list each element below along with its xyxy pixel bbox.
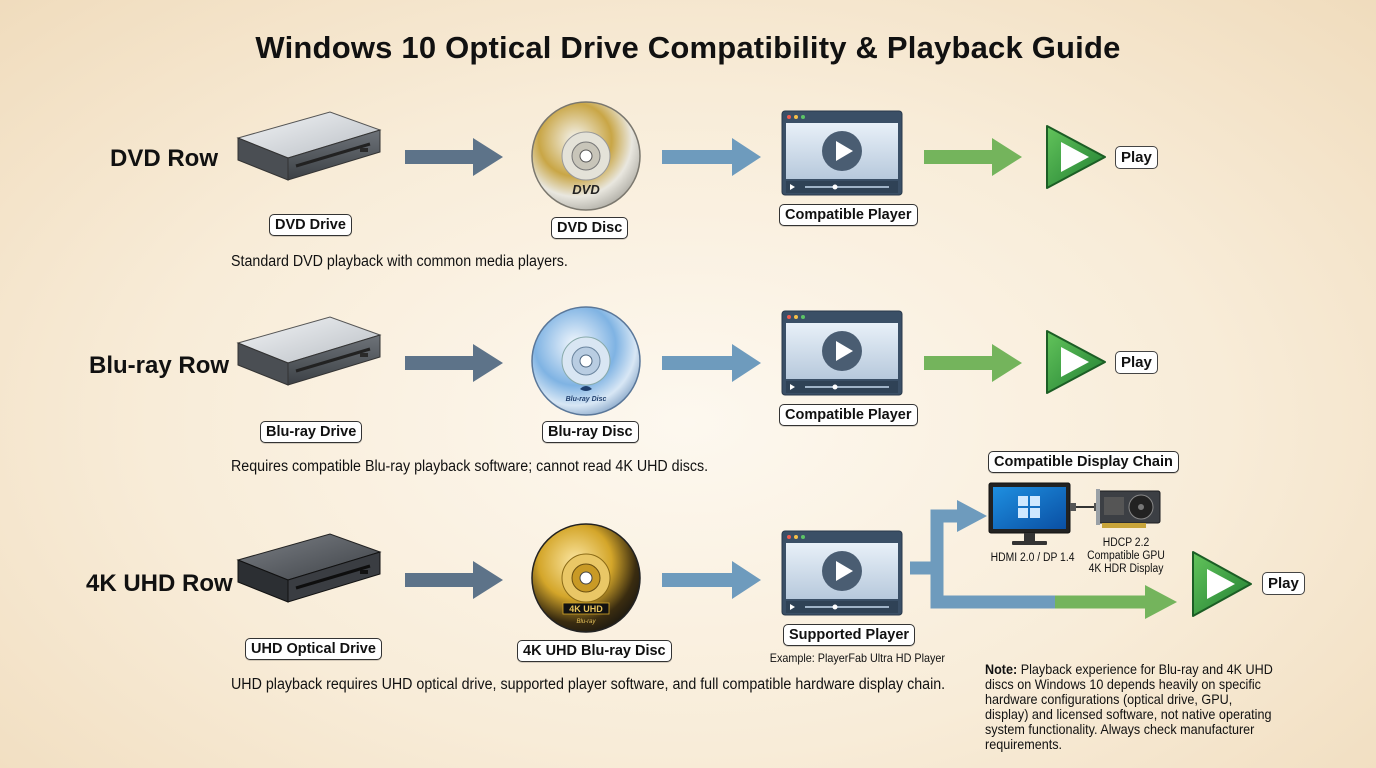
arrow-drive-to-disc-dvd (405, 138, 503, 176)
dvd-row-description: Standard DVD playback with common media … (231, 253, 568, 270)
gpu-caption-3: 4K HDR Display (1088, 563, 1164, 575)
page-title: Windows 10 Optical Drive Compatibility &… (255, 30, 1121, 65)
bluray-disc-icon: Blu-ray Disc (531, 306, 641, 416)
row-title-bluray: Blu-ray Row (89, 352, 230, 379)
row-title-dvd: DVD Row (110, 145, 218, 172)
arrow-player-to-play-bluray (924, 344, 1022, 382)
row-title-uhd: 4K UHD Row (86, 570, 233, 597)
arrow-disc-to-player-bluray (662, 344, 761, 382)
optical-drive-icon (236, 533, 382, 603)
note-lead: Note: (985, 661, 1018, 677)
display-chain-label: Compatible Display Chain (988, 451, 1179, 473)
bluray-disc-label: Blu-ray Disc (542, 421, 639, 443)
monitor-icon (988, 482, 1071, 545)
optical-drive-icon (236, 111, 382, 181)
uhd-player-label: Supported Player (783, 624, 916, 646)
media-player-window-icon (781, 310, 903, 396)
note-body: Playback experience for Blu-ray and 4K U… (985, 661, 1273, 752)
media-player-window-icon (781, 110, 903, 196)
media-player-window-icon (781, 530, 903, 616)
play-icon[interactable] (1189, 548, 1255, 620)
dvd-logo: DVD (572, 182, 600, 197)
uhd-disc-label: 4K UHD Blu-ray Disc (517, 640, 672, 662)
arrow-disc-to-player-dvd (662, 138, 761, 176)
arrow-drive-to-disc-bluray (405, 344, 503, 382)
dvd-drive-label: DVD Drive (269, 214, 352, 236)
uhd-row-description: UHD playback requires UHD optical drive,… (231, 676, 946, 693)
arrow-disc-to-player-uhd (662, 561, 761, 599)
bluray-drive-label: Blu-ray Drive (260, 421, 363, 443)
bluray-player-label: Compatible Player (779, 404, 918, 426)
uhd-logo: 4K UHD (569, 604, 603, 614)
gpu-icon (1096, 489, 1161, 528)
uhd-branch-arrow (910, 500, 1177, 619)
bluray-row-description: Requires compatible Blu-ray playback sof… (231, 458, 709, 475)
uhd-play-button[interactable]: Play (1262, 572, 1305, 595)
dvd-play-button[interactable]: Play (1115, 146, 1158, 169)
arrow-drive-to-disc-uhd (405, 561, 503, 599)
bluray-play-button[interactable]: Play (1115, 351, 1158, 374)
uhd-drive-label: UHD Optical Drive (245, 638, 382, 660)
note-text: Note: Playback experience for Blu-ray an… (985, 662, 1278, 752)
bluray-logo: Blu-ray Disc (566, 396, 607, 403)
gpu-caption-1: HDCP 2.2 (1102, 537, 1150, 549)
play-icon[interactable] (1043, 122, 1109, 192)
dvd-player-label: Compatible Player (779, 204, 918, 226)
gpu-caption-2: Compatible GPU (1087, 550, 1165, 562)
dvd-disc-label: DVD Disc (551, 217, 629, 239)
monitor-caption: HDMI 2.0 / DP 1.4 (990, 552, 1075, 564)
arrow-player-to-play-dvd (924, 138, 1022, 176)
optical-drive-icon (236, 316, 382, 386)
uhd-player-example: Example: PlayerFab Ultra HD Player (769, 651, 945, 665)
dvd-disc-icon: DVD (531, 101, 641, 211)
uhd-logo-sub: Blu-ray (576, 619, 596, 625)
uhd-disc-icon: 4K UHD Blu-ray (531, 523, 641, 633)
play-icon[interactable] (1043, 327, 1109, 397)
